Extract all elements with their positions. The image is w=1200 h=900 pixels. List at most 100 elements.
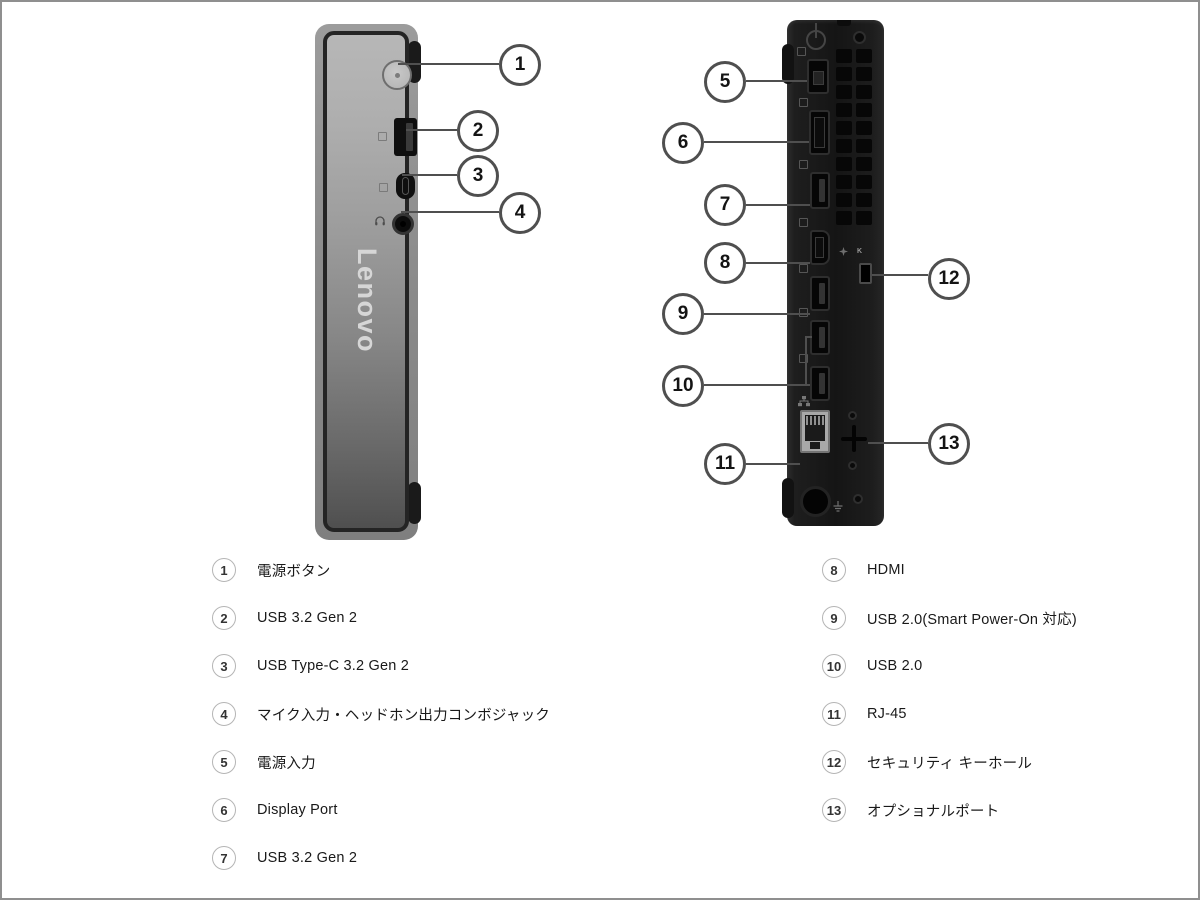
- callout-line-10: [704, 384, 810, 386]
- front-panel: Lenovo: [323, 31, 417, 532]
- callout-number: 10: [672, 375, 694, 396]
- vent-cell: [836, 157, 852, 171]
- vent-cell: [856, 193, 872, 207]
- callout-4: 4: [499, 192, 541, 234]
- legend-number: 7: [212, 846, 236, 870]
- rj45-pins: [806, 416, 824, 425]
- displayport-port: [809, 110, 830, 155]
- legend-number: 1: [212, 558, 236, 582]
- callout-3: 3: [457, 155, 499, 197]
- usb-tab: [819, 327, 825, 348]
- legend-item-7: 7 USB 3.2 Gen 2: [212, 846, 357, 870]
- usb-c-port-front: [396, 173, 415, 199]
- callout-number: 6: [677, 132, 689, 153]
- vent-cell: [856, 175, 872, 189]
- hdmi-slot: [815, 237, 824, 258]
- usb-tab: [819, 283, 825, 304]
- side-knob-top: [782, 44, 794, 84]
- dp-slot: [814, 117, 825, 148]
- screw-hole-top: [853, 31, 866, 44]
- lenovo-logo: Lenovo: [327, 225, 405, 375]
- security-keyhole-slot: [859, 263, 872, 284]
- callout-line-11: [746, 463, 800, 465]
- usb-a-port-front: [394, 118, 417, 156]
- vent-cell: [856, 67, 872, 81]
- vent-grid: [836, 49, 872, 225]
- power-button: [382, 60, 412, 90]
- rj45-cavity: [805, 415, 825, 441]
- callout-11: 11: [704, 443, 746, 485]
- callout-number: 9: [677, 303, 689, 324]
- vent-cell: [836, 211, 852, 225]
- usb-tab: [819, 179, 825, 202]
- callout-line-12: [872, 274, 928, 276]
- legend-number: 12: [822, 750, 846, 774]
- vent-cell: [836, 193, 852, 207]
- legend-number: 8: [822, 558, 846, 582]
- top-notch: [837, 20, 851, 26]
- vent-cell: [856, 85, 872, 99]
- legend-item-2: 2 USB 3.2 Gen 2: [212, 606, 357, 630]
- vent-cell: [836, 175, 852, 189]
- vent-cell: [836, 67, 852, 81]
- callout-12: 12: [928, 258, 970, 300]
- callout-bracket-10: [805, 336, 807, 386]
- front-view-device: Lenovo: [315, 24, 421, 540]
- usb2-icon: [799, 354, 808, 363]
- lenovo-logo-text: Lenovo: [351, 247, 382, 353]
- callout-6: 6: [662, 122, 704, 164]
- usb-ss10-icon: [378, 132, 387, 141]
- vent-cell: [836, 49, 852, 63]
- usb-2-port-2: [810, 366, 830, 401]
- legend-number: 2: [212, 606, 236, 630]
- legend-number: 3: [212, 654, 236, 678]
- callout-line-6: [704, 141, 809, 143]
- callout-number: 12: [938, 268, 960, 289]
- legend-label: マイク入力・ヘッドホン出力コンボジャック: [257, 707, 550, 724]
- hdmi-icon: [799, 218, 808, 227]
- legend-label: HDMI: [867, 562, 905, 578]
- usb-c-icon: [379, 183, 388, 192]
- usb-tab: [819, 373, 825, 394]
- usb2-icon: [799, 308, 808, 317]
- antenna-stem: [815, 23, 817, 38]
- marking-star-icon: [839, 247, 848, 256]
- usb-3-port-rear: [810, 172, 830, 209]
- power-pin: [813, 71, 824, 85]
- legend-number: 10: [822, 654, 846, 678]
- legend-label: USB 3.2 Gen 2: [257, 610, 358, 626]
- kensington-lock-icon: K: [857, 248, 863, 255]
- legend-label: USB 3.2 Gen 2: [257, 850, 358, 866]
- usb-smart-power-icon: [799, 264, 808, 273]
- rj45-port: [800, 410, 830, 453]
- legend-number: 11: [822, 702, 846, 726]
- callout-number: 11: [714, 453, 736, 474]
- audio-combo-jack: [392, 213, 414, 235]
- optional-port-cross: [841, 437, 867, 441]
- callout-2: 2: [457, 110, 499, 152]
- rear-view-device: K: [782, 20, 884, 526]
- legend-label: RJ-45: [867, 706, 907, 722]
- callout-line-4: [401, 211, 499, 213]
- legend-label: オプショナルポート: [867, 803, 1000, 820]
- vent-cell: [856, 139, 872, 153]
- legend-label: 電源入力: [257, 755, 316, 772]
- usb-c-slot: [402, 177, 409, 195]
- callout-number: 2: [472, 120, 484, 141]
- callout-line-3: [402, 174, 457, 176]
- vent-cell: [856, 49, 872, 63]
- vent-cell: [856, 157, 872, 171]
- legend-item-11: 11 RJ-45: [822, 702, 907, 726]
- vent-cell: [856, 121, 872, 135]
- screw-hole-bottom: [853, 494, 863, 504]
- vent-cell: [836, 85, 852, 99]
- usb3-icon: [799, 160, 808, 169]
